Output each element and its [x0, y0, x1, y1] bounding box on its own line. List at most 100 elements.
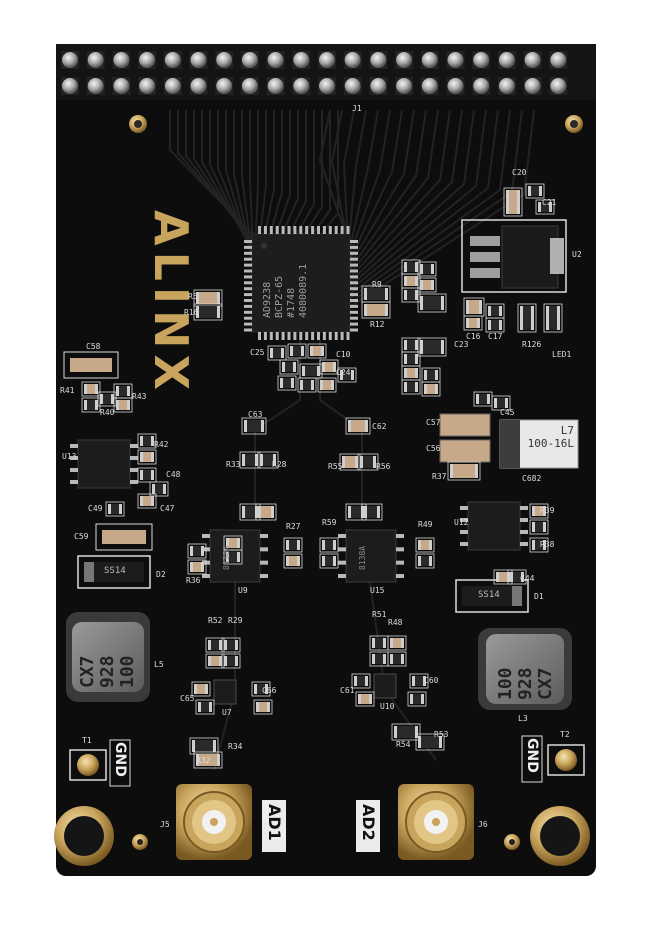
smd-part	[390, 654, 404, 664]
voltage-regulator	[461, 219, 567, 293]
header-pin	[319, 78, 335, 94]
header-pin	[293, 52, 310, 68]
header-pin	[498, 52, 515, 68]
smd-part	[302, 366, 320, 376]
ref-r54: R54	[396, 740, 411, 749]
capacitor-c57	[439, 413, 491, 437]
smd-part	[418, 736, 442, 748]
smd-part	[242, 506, 258, 518]
ref-r32: R32	[196, 756, 211, 765]
smd-part	[532, 540, 546, 550]
ref-r39: R39	[540, 506, 555, 515]
header-pin	[113, 52, 130, 68]
header-pin	[241, 52, 258, 68]
diode-d2	[77, 555, 151, 589]
adc-chip-marking: AD9238 BCPZ-65 #1748 4080089.1	[262, 263, 309, 318]
smd-part	[244, 420, 264, 432]
smd-part	[260, 454, 276, 466]
smd-part	[394, 726, 418, 738]
header-pin	[164, 78, 181, 94]
header-pin	[524, 52, 541, 68]
smd-part	[286, 556, 300, 566]
diode-right-marking: SS14	[478, 590, 500, 600]
smd-part	[322, 556, 336, 566]
smd-part	[226, 552, 240, 562]
smd-part	[364, 304, 388, 316]
ref-c57: C57	[426, 418, 441, 427]
ref-c48: C48	[166, 470, 181, 479]
diode-left-marking: SS14	[104, 566, 126, 576]
smd-part	[404, 290, 418, 300]
ref-c47: C47	[160, 504, 175, 513]
smd-part	[198, 702, 212, 712]
smd-part	[224, 640, 238, 650]
smd-part	[256, 702, 270, 712]
ref-r38: R38	[540, 540, 555, 549]
smd-part	[476, 394, 490, 404]
smd-part	[190, 546, 204, 556]
smd-part	[520, 306, 534, 330]
header-pin	[396, 52, 413, 68]
header-pin	[344, 52, 361, 68]
ref-j5: J5	[160, 820, 170, 829]
smd-part	[310, 346, 324, 356]
smd-part	[546, 306, 560, 330]
tantalum-marking: L7 100-16L	[527, 424, 574, 450]
ref-u9: U9	[238, 586, 248, 595]
test-point-t1	[69, 749, 107, 781]
tantalum-capacitor	[499, 419, 579, 469]
header-pin	[62, 78, 78, 94]
smd-part	[84, 384, 98, 394]
header-pin	[319, 52, 335, 68]
ref-r55: R55	[328, 462, 343, 471]
header-pin	[139, 52, 156, 68]
header-pin	[267, 78, 284, 94]
smd-part	[300, 380, 314, 390]
smd-part	[286, 540, 300, 550]
ref-d2: D2	[156, 570, 166, 579]
header-pin	[87, 52, 104, 68]
smd-part	[196, 754, 220, 766]
power-inductor-l5	[66, 612, 150, 702]
diode-d1	[455, 579, 529, 613]
ref-c58: C58	[86, 342, 101, 351]
smd-part	[196, 292, 220, 304]
header-pin	[473, 78, 490, 94]
smd-part	[242, 454, 258, 466]
smd-part	[532, 506, 546, 516]
smd-part	[450, 464, 478, 478]
header-pin	[447, 52, 464, 68]
ref-c20: C20	[512, 168, 527, 177]
mounting-hole-bottom-right	[530, 806, 590, 866]
smd-part	[532, 522, 546, 532]
smd-part	[290, 346, 304, 356]
header-pin	[524, 78, 541, 94]
ref-r16: R16	[184, 308, 199, 317]
header-pin	[267, 52, 284, 68]
smd-components	[81, 183, 563, 769]
smd-part	[404, 276, 418, 286]
ref-r48: R48	[388, 618, 403, 627]
smd-part	[224, 656, 238, 666]
header-pin	[370, 52, 387, 68]
ref-r41: R41	[60, 386, 75, 395]
ref-r126: R126	[522, 340, 542, 349]
ref-u15: U15	[370, 586, 385, 595]
header-pin	[216, 52, 233, 68]
ref-r59: R59	[322, 518, 337, 527]
ref-c682: C682	[522, 474, 542, 483]
pin-header-j1	[56, 44, 596, 100]
ref-r29: R29	[228, 616, 243, 625]
mounting-hole-bottom-left	[54, 806, 114, 866]
smd-part	[108, 504, 122, 514]
smd-part	[488, 320, 502, 330]
smd-part	[258, 506, 274, 518]
inductor-l3-marking: 100 928 CX7	[495, 667, 556, 700]
ref-c56: C56	[426, 444, 441, 453]
smd-part	[418, 556, 432, 566]
ref-c61: C61	[340, 686, 355, 695]
ref-u13: U13	[62, 452, 77, 461]
ref-c25: C25	[250, 348, 265, 357]
smd-part	[410, 694, 424, 704]
